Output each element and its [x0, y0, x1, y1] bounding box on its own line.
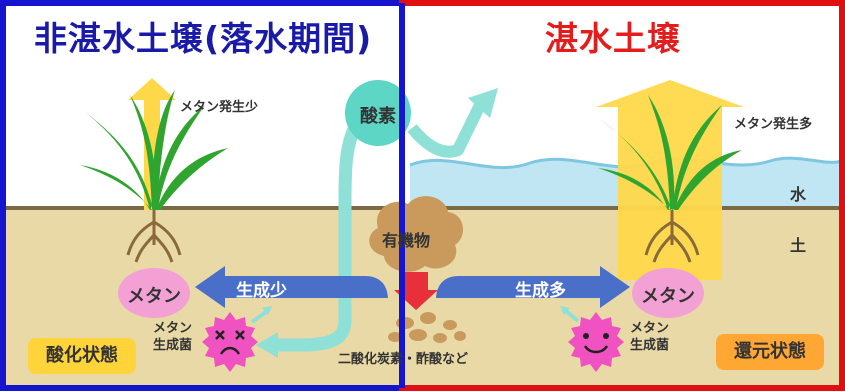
right-state-box: 還元状態 [716, 334, 824, 370]
right-bacteria-icon [560, 306, 624, 372]
right-panel-title: 湛水土壌 [545, 19, 681, 58]
oxygen-path [274, 114, 366, 352]
water-layer-label: 水 [790, 185, 807, 204]
right-production-arrow [436, 266, 630, 308]
left-production-label: 生成少 [236, 281, 287, 301]
left-rice-plant [80, 90, 228, 210]
left-bacteria-label: メタン 生成菌 [153, 321, 193, 353]
right-rice-plant [598, 95, 742, 210]
organic-matter-blob [369, 196, 464, 272]
right-bacteria-label: メタン 生成菌 [630, 321, 670, 353]
left-bacteria-icon [202, 306, 272, 372]
right-methane-label: メタン [641, 286, 695, 307]
oxygen-bubble [345, 80, 411, 146]
byproducts-label: 二酸化炭素・酢酸など [338, 352, 469, 367]
left-methane-label: メタン [127, 286, 181, 307]
left-production-arrow [195, 266, 388, 308]
right-roots [644, 210, 700, 263]
right-methane-emission-label: メタン発生多 [734, 117, 813, 132]
oxygen-up-arrow [407, 102, 486, 158]
oxygen-label: 酸素 [360, 106, 396, 127]
right-production-label: 生成多 [515, 281, 566, 301]
left-panel-title: 非湛水土壌(落水期間) [34, 19, 373, 58]
oxygen-path-arrowhead [256, 332, 278, 358]
left-methane-bubble [118, 268, 190, 318]
left-state-box: 酸化状態 [28, 338, 136, 374]
organic-matter-label: 有機物 [382, 231, 431, 250]
left-roots [126, 210, 182, 263]
left-methane-emission-label: メタン発生少 [180, 100, 259, 115]
oxygen-up-arrowhead [468, 88, 498, 118]
soil-layer-label: 土 [790, 236, 807, 255]
right-methane-bubble [632, 268, 704, 318]
left-methane-arrow [128, 78, 176, 210]
